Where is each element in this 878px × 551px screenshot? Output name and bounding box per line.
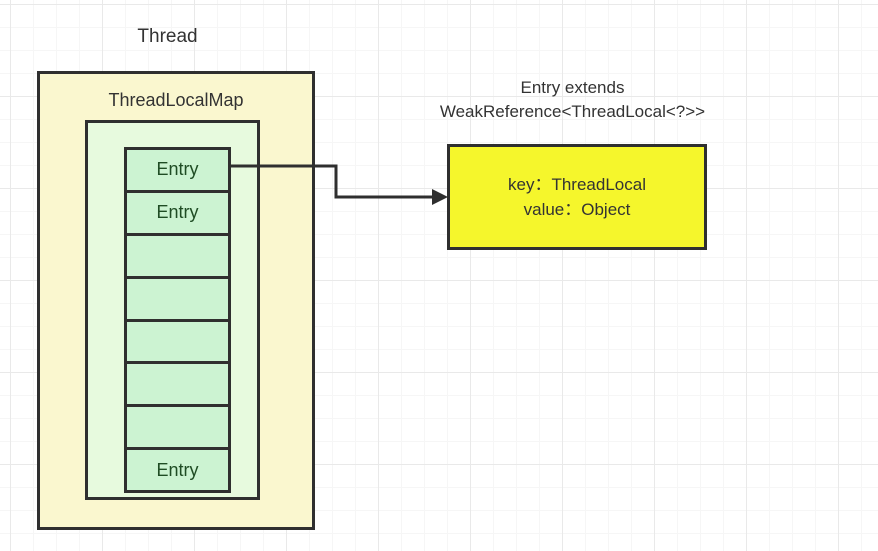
entry-cell [127,235,228,276]
thread-label: Thread [137,26,198,47]
threadlocalmap-title: ThreadLocalMap [108,90,244,110]
entry-detail-value-line: value：Object [523,200,631,219]
entry-cell [127,278,228,319]
entry-detail-box: key：ThreadLocal value：Object [447,144,707,250]
entry-extends-note-line2: WeakReference<ThreadLocal<?>> [439,102,706,121]
entry-extends-note-line1: Entry extends [520,78,625,97]
entry-cell [127,364,228,405]
entry-cell: Entry [127,150,228,190]
entry-cell [127,321,228,362]
entry-cell [127,407,228,448]
entry-stack: Entry Entry Entry [124,147,231,493]
entry-cell: Entry [127,450,228,490]
entry-detail-key-line: key：ThreadLocal [508,175,646,194]
entry-cell: Entry [127,192,228,233]
entry-arrowhead-icon [432,189,448,205]
entry-extends-note: Entry extends WeakReference<ThreadLocal<… [395,76,750,124]
